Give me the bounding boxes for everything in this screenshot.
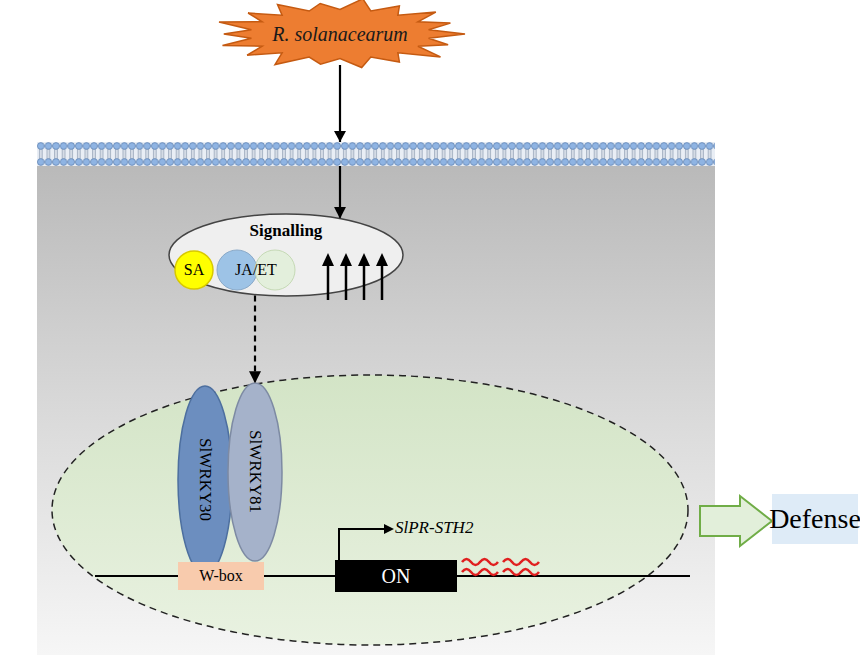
cis-element: W-box (178, 562, 264, 590)
promoter-arrow (339, 529, 384, 560)
node-text: ON (382, 565, 411, 588)
hormone-circles: JA/ET (216, 249, 296, 291)
cytoplasm (37, 162, 715, 655)
node-text: Signalling (250, 221, 323, 241)
gene-box: ON (335, 560, 457, 592)
nucleus (52, 375, 688, 645)
node-text: Defense (769, 503, 860, 535)
signal-arrow (339, 65, 341, 218)
signal-arrow (254, 296, 256, 382)
node-text: SlWRKY81 (245, 430, 265, 513)
upregulation-arrows (322, 253, 388, 300)
node-text: R. solanacearum (272, 23, 408, 46)
cell-membrane (37, 142, 715, 166)
transcription-factor: SlWRKY81 (227, 382, 283, 562)
transcription-factor: SlWRKY30 (177, 385, 233, 575)
outcome-box: Defense (772, 494, 858, 544)
promoter-arrowhead (384, 524, 394, 534)
node-text: JA/ET (235, 261, 277, 279)
membrane-arrowhead (334, 131, 346, 142)
membrane-base (37, 142, 715, 166)
node-text: W-box (199, 567, 243, 585)
output-arrow (700, 496, 772, 546)
node-text: SlWRKY30 (195, 438, 215, 521)
hormone-circle: SA (174, 250, 214, 290)
node-text: SA (184, 261, 204, 279)
pathogen-burst: R. solanacearum (215, 0, 465, 68)
signalling-ellipse: SignallingSA JA/ET (168, 213, 404, 297)
transcript-waves (462, 559, 539, 575)
gene-name: SlPR-STH2 (395, 518, 473, 538)
